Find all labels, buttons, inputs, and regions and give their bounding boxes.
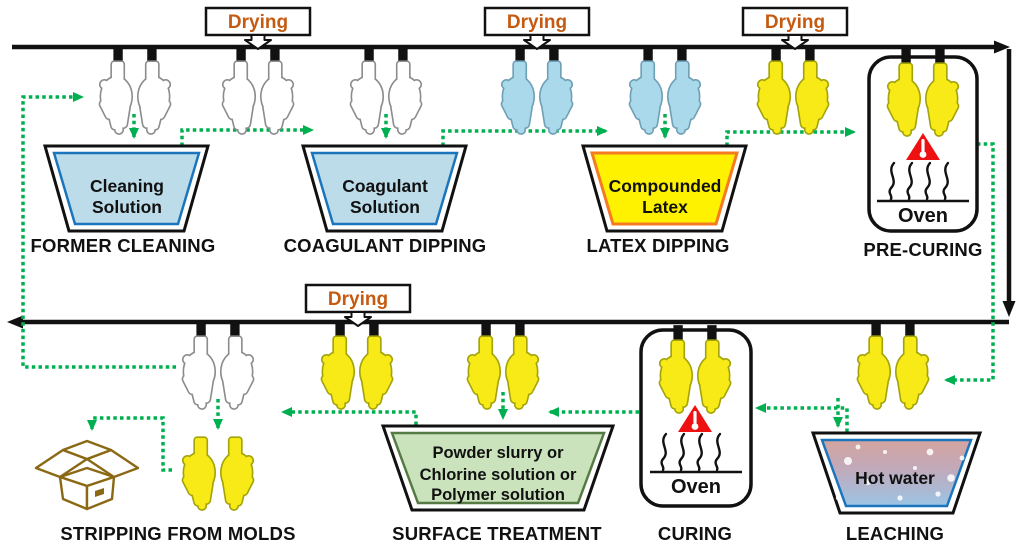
station-latex-dipping: Compounded Latex LATEX DIPPING (581, 144, 748, 256)
stripping-label: STRIPPING FROM MOLDS (60, 523, 295, 544)
cleaning-tank-label-line1: Cleaning (90, 176, 164, 196)
coagulant-tank-liquid (310, 151, 459, 226)
glove-pair-white (350, 46, 422, 133)
glove-pair-blue (629, 46, 701, 133)
station-pre-curing: Oven PRE-CURING (863, 48, 982, 260)
station-stripping: STRIPPING FROM MOLDS (34, 438, 295, 544)
drying-arrow-icon (244, 34, 272, 50)
flow-return-to-cleaning (21, 92, 176, 369)
curing-oven-label: Oven (671, 476, 721, 498)
glove-pair-white (222, 46, 294, 133)
leaching-label: LEACHING (846, 523, 944, 544)
station-surface-treatment: Powder slurry or Chlorine solution or Po… (380, 424, 616, 544)
hot-water-label: Hot water (855, 468, 935, 488)
station-former-cleaning: Cleaning Solution FORMER CLEANING (31, 144, 216, 256)
glove-pair-yellow (757, 46, 829, 133)
cleaning-tank-liquid (52, 151, 201, 226)
coagulant-tank-label-line2: Solution (350, 197, 420, 217)
flow-latex-to-precuring (725, 127, 856, 146)
surface-tank-liquid (390, 431, 606, 505)
drying-label-1: Drying (204, 6, 312, 50)
former-cleaning-label: FORMER CLEANING (31, 235, 216, 256)
station-curing: Oven CURING (639, 325, 753, 544)
drying-label-2: Drying (483, 6, 591, 50)
drying-arrow-icon (781, 34, 809, 50)
station-leaching: Hot water LEACHING (810, 431, 983, 544)
drying-label-4: Drying (304, 283, 412, 327)
packing-box-icon (34, 439, 140, 511)
flow-to-packing-box (87, 416, 172, 472)
drying-label-3: Drying (741, 6, 849, 50)
coagulant-dipping-label: COAGULANT DIPPING (284, 235, 487, 256)
glove-pair-white (99, 46, 171, 133)
drying-arrow-icon (344, 311, 372, 327)
glove-pair-yellow (321, 321, 393, 408)
drying-arrow-icon (523, 34, 551, 50)
conveyor-line-top (12, 40, 1016, 317)
arrowhead-right-icon (994, 40, 1010, 54)
surface-tank-label-line2: Chlorine solution or (420, 466, 577, 484)
coagulant-tank-label-line1: Coagulant (342, 176, 428, 196)
latex-dipping-label: LATEX DIPPING (586, 235, 729, 256)
surface-treatment-label: SURFACE TREATMENT (392, 523, 602, 544)
water-bubbles (835, 444, 965, 501)
latex-tank-liquid (589, 151, 740, 226)
stripped-glove-pair-yellow (182, 438, 254, 509)
glove-pair-blue (501, 46, 573, 133)
cleaning-tank-label-line2: Solution (92, 197, 162, 217)
station-coagulant-dipping: Coagulant Solution COAGULANT DIPPING (284, 144, 487, 256)
arrowhead-down-icon (1002, 301, 1016, 317)
surface-tank-label-line1: Powder slurry or (432, 444, 564, 462)
flow-cleaning-to-coagulant (180, 125, 314, 146)
box-label-mark (95, 488, 104, 497)
hot-water-liquid (820, 438, 973, 508)
latex-tank-label-line2: Latex (642, 197, 688, 217)
glove-pair-white (182, 321, 254, 408)
arrowhead-left-icon (7, 315, 23, 329)
drying-text: Drying (765, 12, 825, 33)
pre-curing-oven-label: Oven (898, 205, 948, 227)
flow-surface-to-stripping (281, 407, 418, 425)
curing-label: CURING (658, 523, 732, 544)
surface-tank-label-line3: Polymer solution (431, 486, 565, 504)
pre-curing-label: PRE-CURING (863, 239, 982, 260)
glove-pair-yellow (857, 321, 929, 408)
flow-leaching-to-curing (755, 403, 849, 432)
drying-text: Drying (228, 12, 288, 33)
drying-text: Drying (328, 289, 388, 310)
drying-text: Drying (507, 12, 567, 33)
conveyor-line-bottom (7, 315, 1009, 329)
latex-tank-label-line1: Compounded (609, 176, 722, 196)
flow-precuring-to-leaching (944, 142, 995, 385)
